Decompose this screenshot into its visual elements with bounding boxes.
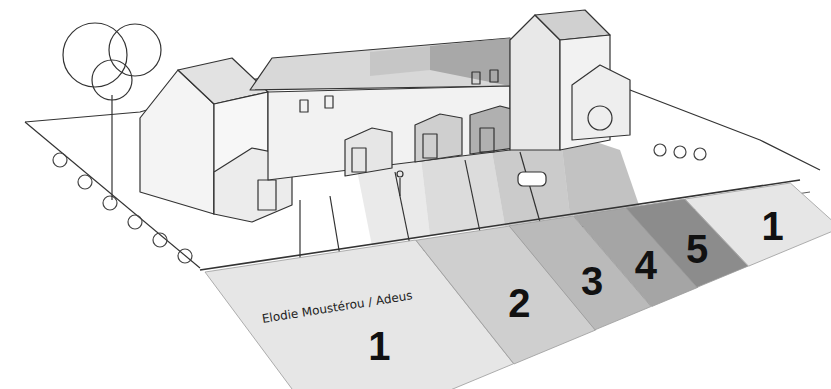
hedge-bush (694, 148, 706, 160)
fence-line (630, 90, 820, 170)
garden-edge (299, 200, 300, 262)
porch (415, 114, 462, 162)
door (258, 180, 276, 210)
tree-crown (92, 60, 132, 100)
person (399, 178, 400, 196)
hedge-bush (128, 215, 142, 229)
hedge-bush (674, 146, 686, 158)
zone-number: 1 (368, 326, 390, 366)
annex (572, 65, 630, 140)
house-gable (510, 15, 560, 150)
hedge-bush (153, 233, 167, 247)
garden-edge (330, 196, 340, 256)
zone-number: 5 (686, 229, 708, 269)
porch (345, 128, 392, 176)
garden-edge (520, 152, 540, 222)
tree-crown (63, 23, 127, 87)
person (397, 171, 403, 177)
zone-number: 1 (761, 206, 783, 246)
roof-shade (430, 38, 510, 86)
zone-band: 1 (685, 183, 831, 266)
door (352, 148, 366, 172)
band-shape (685, 183, 831, 266)
hedge-bush (654, 144, 666, 156)
zone-number: 4 (635, 245, 657, 285)
house-roof (535, 10, 610, 40)
hedge-bush (78, 175, 92, 189)
car (518, 172, 546, 186)
hedge-bush (178, 249, 192, 263)
tree-crown (109, 24, 161, 76)
window (325, 96, 333, 108)
tree-trunk (111, 95, 112, 200)
door (423, 134, 437, 158)
pergola-wheel (588, 106, 612, 130)
hedge-bush (103, 196, 117, 210)
zone-number: 3 (581, 261, 603, 301)
zone-number: 2 (508, 283, 530, 323)
window (472, 72, 480, 84)
door (480, 128, 494, 152)
band-fill (685, 183, 831, 266)
porch (470, 106, 515, 154)
hedge-bush (53, 153, 67, 167)
window (300, 100, 308, 112)
garden-edge (395, 172, 410, 245)
roof-shade (370, 46, 430, 76)
house-roof (250, 38, 510, 90)
garden-edge (465, 160, 480, 232)
window (490, 70, 498, 82)
